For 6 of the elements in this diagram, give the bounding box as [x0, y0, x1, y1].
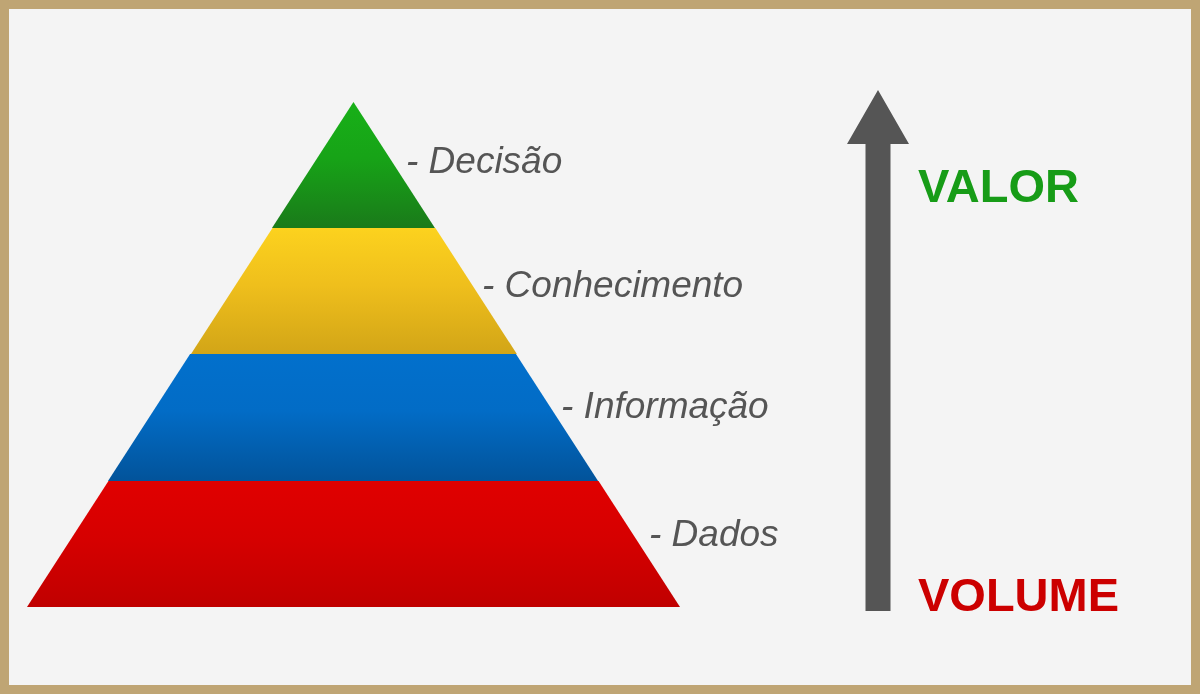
scale-top-label: VALOR: [918, 162, 1079, 209]
tier-label: - Decisão: [406, 142, 563, 179]
scale-bottom-label: VOLUME: [918, 571, 1120, 618]
tier-label: - Conhecimento: [482, 266, 744, 303]
tier-label: - Informação: [561, 387, 769, 424]
tier-label: - Dados: [649, 515, 779, 552]
